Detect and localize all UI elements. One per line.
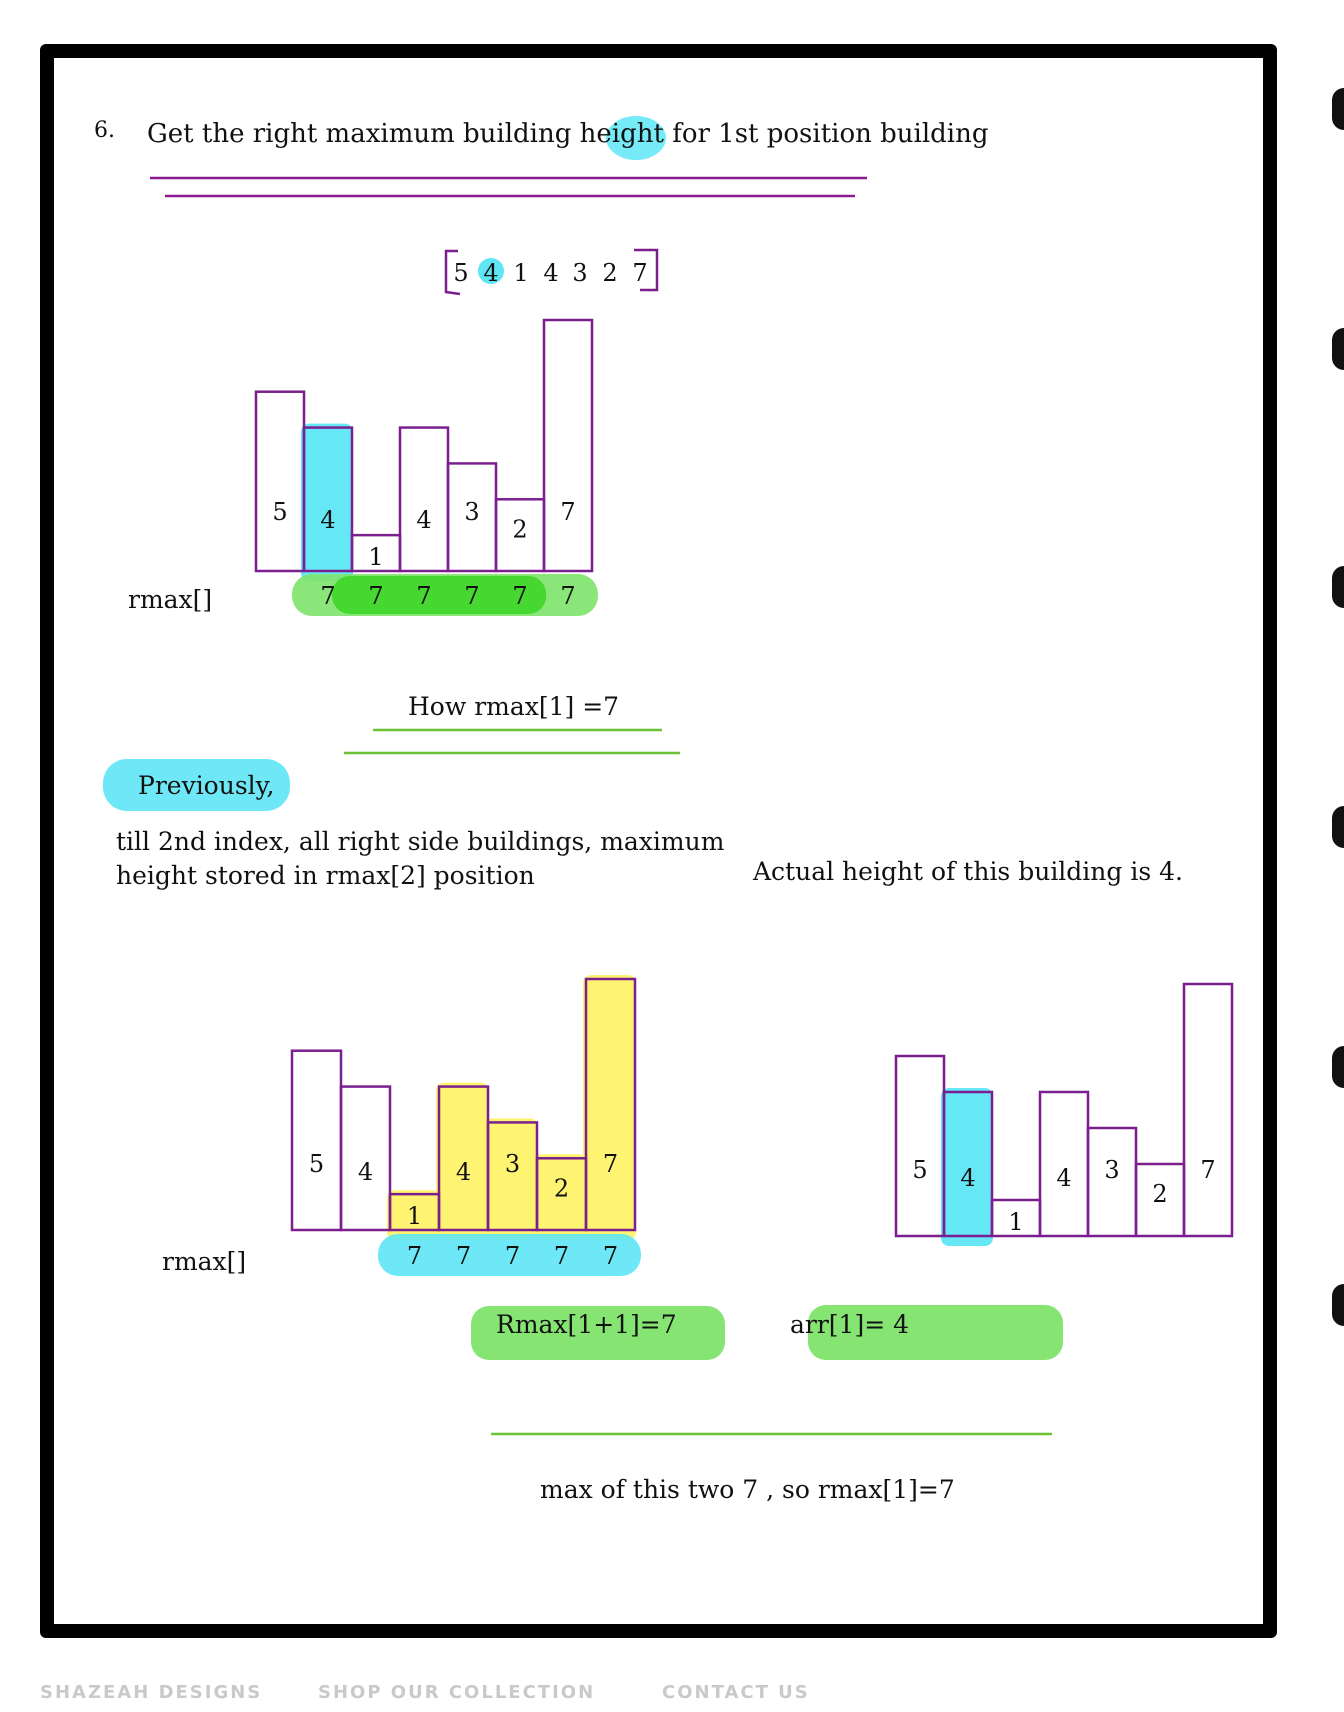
array-bracket-right [634,248,659,292]
building-bar [398,426,450,573]
side-dot [1332,328,1344,370]
rmax-value: 7 [416,582,431,610]
building-bar [1182,982,1234,1238]
building-label: 5 [272,498,287,526]
building-label: 1 [1008,1208,1023,1236]
building-bar [894,1054,946,1238]
building-label: 3 [505,1150,520,1178]
page-frame [40,44,1277,1638]
building-label: 5 [309,1150,324,1178]
building-bar [584,977,637,1232]
rmax-label: rmax[] [162,1247,246,1276]
rmax-highlight [332,576,547,614]
diagram-left: 5 4 1 4 3 2 7 7 7 7 7 7 [290,975,641,1276]
side-dot [1332,1046,1344,1088]
conclusion: max of this two 7 , so rmax[1]=7 [540,1475,955,1504]
building-bar [302,426,354,573]
heading: Get the right maximum building height fo… [147,119,989,149]
building-label: 4 [416,506,431,534]
array-bracket-left [444,249,461,296]
explanation-right: Actual height of this building is 4. [752,857,1183,886]
heading-highlight [606,116,666,160]
bar-highlight [485,1118,538,1240]
side-dot [1332,806,1344,848]
building-bar [290,1049,343,1232]
arr-value: arr[1]= 4 [790,1310,909,1339]
footer-link[interactable]: SHAZEAH DESIGNS [40,1682,263,1703]
array-item: 3 [572,259,587,287]
rmax-value: 7 [560,582,575,610]
building-bar [254,390,306,573]
rmax-label: rmax[] [128,585,212,614]
rmax-next: Rmax[1+1]=7 [496,1310,677,1339]
side-dot [1332,566,1344,608]
rmax-value: 7 [603,1242,618,1270]
side-dot [1332,88,1344,130]
building-label: 7 [1200,1156,1215,1184]
building-label: 4 [456,1158,471,1186]
side-dot [1332,1284,1344,1326]
building-label: 2 [1152,1180,1167,1208]
bar-highlight [387,1190,440,1240]
previously-highlight [103,759,290,811]
bar-highlight [583,975,636,1240]
rmax-value: 7 [512,582,527,610]
rmax-value: 7 [368,582,383,610]
building-label: 1 [407,1202,422,1230]
rmax-next-highlight [471,1306,725,1360]
rmax-value: 7 [505,1242,520,1270]
building-label: 4 [320,506,335,534]
building-label: 2 [512,515,527,543]
building-bar [942,1090,994,1238]
previously-label: Previously, [138,771,274,800]
building-label: 5 [912,1156,927,1184]
building-label: 7 [560,498,575,526]
bar-highlight [941,1088,993,1246]
array-item: 2 [602,259,617,287]
step-number: 6. [94,118,115,143]
array-item: 1 [513,259,528,287]
bar-highlight [301,423,353,581]
building-label: 4 [1056,1164,1071,1192]
rmax-value: 7 [320,582,335,610]
building-bar [542,318,594,573]
array-item: 7 [632,259,647,287]
rmax-value: 7 [456,1242,471,1270]
rmax-highlight [378,1234,641,1276]
footer-link[interactable]: CONTACT US [662,1682,810,1703]
building-label: 2 [554,1174,569,1202]
footer-nav: SHAZEAH DESIGNS SHOP OUR COLLECTION CONT… [40,1682,1240,1712]
building-label: 4 [358,1158,373,1186]
building-bar [339,1085,392,1232]
explanation-left-line2: height stored in rmax[2] position [116,861,535,890]
rmax-value: 7 [554,1242,569,1270]
rmax-value: 7 [464,582,479,610]
diagram-right: 5 4 1 4 3 2 7 [894,982,1234,1246]
building-label: 1 [368,543,383,571]
side-dots [1332,0,1344,1699]
explanation-left-line1: till 2nd index, all right side buildings… [116,827,725,856]
rmax-value: 7 [407,1242,422,1270]
array-item: 4 [483,259,498,287]
question: How rmax[1] =7 [408,692,619,721]
footer-link[interactable]: SHOP OUR COLLECTION [318,1682,596,1703]
diagram-top: 5 4 1 4 3 2 7 7 7 7 7 7 7 [254,318,598,616]
building-label: 7 [603,1150,618,1178]
bar-highlight [436,1082,489,1240]
building-label: 3 [1104,1156,1119,1184]
arr-value-highlight [808,1305,1063,1360]
array-item: 5 [453,259,468,287]
array-item-highlight [478,258,504,284]
array-item: 4 [543,259,558,287]
building-label: 3 [464,498,479,526]
building-label: 4 [960,1164,975,1192]
bar-highlight [534,1154,587,1240]
